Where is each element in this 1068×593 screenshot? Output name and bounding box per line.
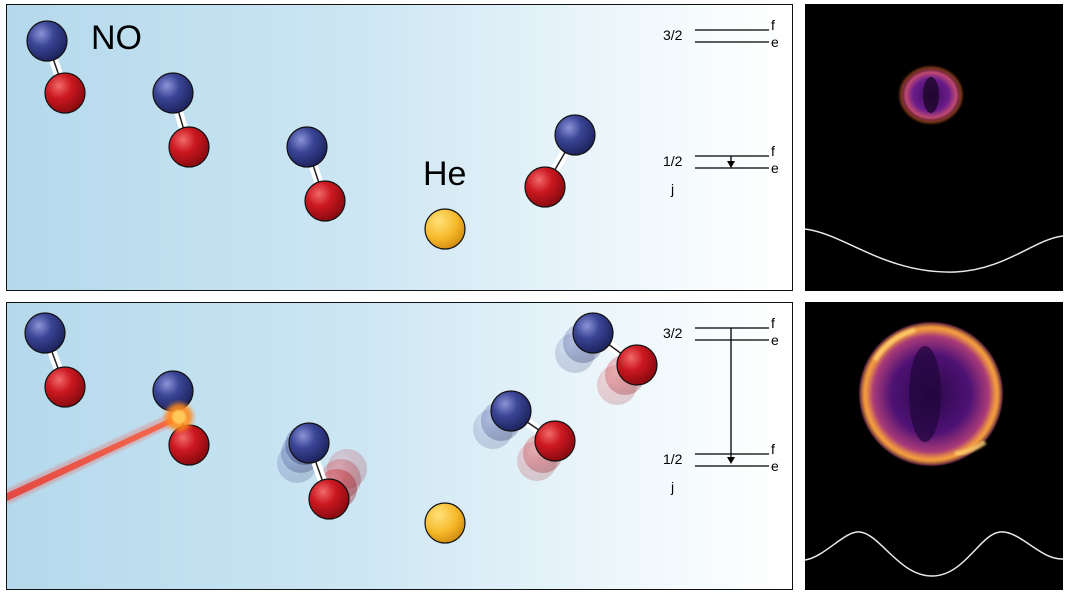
helium-atom [425,209,465,249]
oxygen-atom [617,345,657,385]
energy-level-diagram [695,30,769,168]
parity-e-label: e [771,332,779,348]
parity-e-label: e [771,160,779,176]
level-lower-label: 1/2 [663,153,682,169]
axis-j-label: j [671,479,674,495]
nitrogen-atom [287,127,327,167]
bottom-schematic-panel: 3/2 f e 1/2 f e j [6,302,793,590]
bottom-scene [7,303,793,590]
oxygen-atom [45,73,85,113]
no-molecule-scattered-2 [555,313,657,405]
oxygen-atom [525,167,565,207]
oxygen-atom [169,127,209,167]
nitrogen-atom [573,313,613,353]
energy-level-diagram [695,328,769,466]
nitrogen-atom [153,73,193,113]
no-molecule-4 [525,115,595,207]
parity-f-label: f [771,441,775,457]
level-upper-label: 3/2 [663,27,682,43]
oxygen-atom [535,421,575,461]
no-molecule-1 [27,21,85,113]
nitrogen-atom [491,391,531,431]
oxygen-atom [45,367,85,407]
no-molecule-2 [153,73,209,167]
parity-f-label: f [771,17,775,33]
velocity-map-image-top [805,4,1063,291]
parity-e-label: e [771,458,779,474]
parity-f-label: f [771,315,775,331]
no-molecule-3 [287,127,345,221]
nitrogen-atom [25,313,65,353]
angular-distribution-curve [805,532,1063,576]
angular-distribution-curve [805,229,1063,272]
helium-atom [425,503,465,543]
nitrogen-atom [555,115,595,155]
nitrogen-atom [289,423,329,463]
top-schematic-panel: NO He 3/2 f e 1/2 f e j [6,4,793,291]
velocity-map-image-bottom [805,302,1063,590]
oxygen-atom [309,479,349,519]
axis-j-label: j [671,181,674,197]
nitrogen-atom [27,21,67,61]
no-molecule-scattered-1 [473,391,575,481]
level-lower-label: 1/2 [663,451,682,467]
no-molecule-rotating [277,423,367,519]
oxygen-atom [305,181,345,221]
level-upper-label: 3/2 [663,325,682,341]
parity-e-label: e [771,34,779,50]
collider-label: He [423,155,466,194]
parity-f-label: f [771,143,775,159]
no-molecule-1 [25,313,85,407]
oxygen-atom [169,425,209,465]
molecule-label: NO [91,19,142,58]
